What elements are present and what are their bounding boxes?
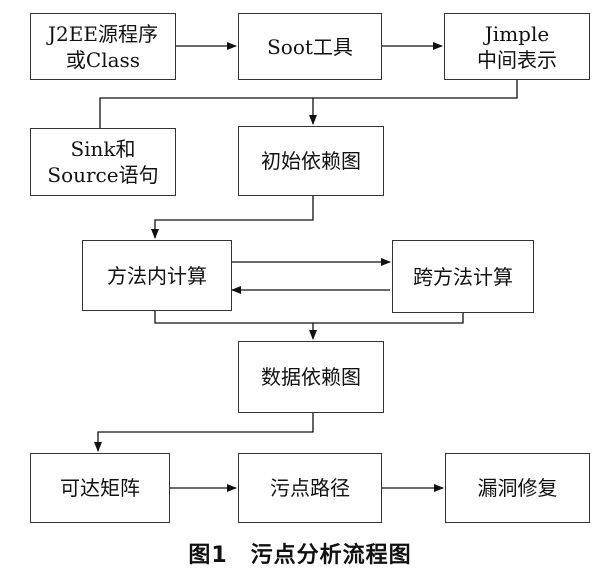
node-data-dependency: 数据依赖图 bbox=[238, 341, 384, 413]
node-sink-source: Sink和 Source语句 bbox=[30, 128, 176, 196]
node-intra-method: 方法内计算 bbox=[82, 240, 232, 311]
node-init-label: 初始依赖图 bbox=[261, 149, 361, 173]
node-jimple-line1: Jimple bbox=[484, 21, 550, 46]
node-taint-label: 污点路径 bbox=[270, 476, 350, 500]
node-reachability: 可达矩阵 bbox=[30, 453, 170, 523]
arrow-init-to-intra bbox=[151, 196, 314, 239]
node-intra-label: 方法内计算 bbox=[107, 263, 207, 288]
node-taint-path: 污点路径 bbox=[238, 453, 382, 523]
node-sink-line2: Source语句 bbox=[47, 163, 159, 187]
node-source-line1: J2EE源程序 bbox=[48, 21, 158, 46]
node-vuln-fix: 漏洞修复 bbox=[445, 453, 590, 523]
node-sink-line1: Sink和 bbox=[70, 137, 136, 161]
node-soot: Soot工具 bbox=[238, 13, 382, 80]
line-intra-down bbox=[154, 311, 464, 324]
figure-caption: 图1 污点分析流程图 bbox=[188, 543, 412, 568]
node-soot-label: Soot工具 bbox=[267, 34, 353, 59]
node-inter-method: 跨方法计算 bbox=[392, 240, 534, 313]
node-jimple: Jimple 中间表示 bbox=[444, 13, 590, 80]
node-source: J2EE源程序 或Class bbox=[30, 13, 176, 80]
node-reach-label: 可达矩阵 bbox=[60, 476, 140, 500]
node-datadep-label: 数据依赖图 bbox=[261, 365, 361, 389]
arrow-datadep-to-reach bbox=[94, 413, 314, 452]
node-jimple-line2: 中间表示 bbox=[477, 47, 557, 72]
arrow-jimple-to-init bbox=[309, 80, 518, 125]
node-inter-label: 跨方法计算 bbox=[413, 264, 513, 289]
line-branch-to-sink bbox=[99, 97, 313, 128]
node-init-dependency: 初始依赖图 bbox=[238, 126, 384, 196]
node-fix-label: 漏洞修复 bbox=[477, 476, 558, 500]
node-source-line2: 或Class bbox=[65, 47, 141, 72]
